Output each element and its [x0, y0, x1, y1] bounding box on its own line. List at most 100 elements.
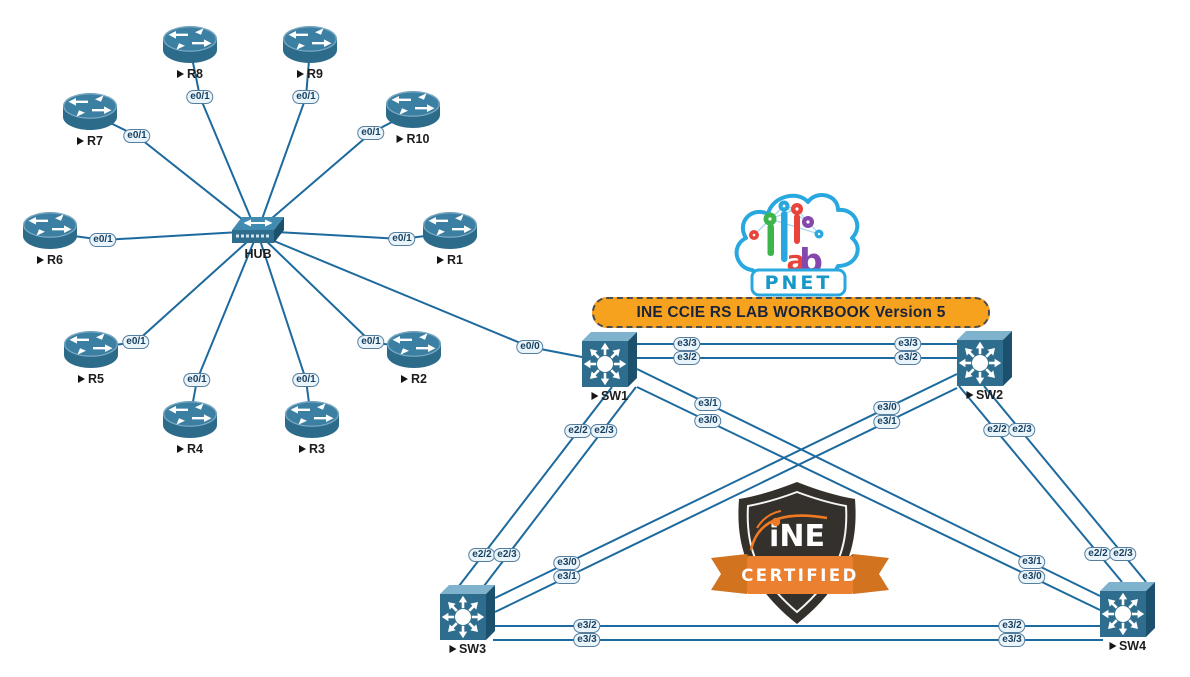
node-sw4[interactable]: SW4	[1100, 582, 1155, 653]
node-r4[interactable]: R4	[162, 400, 218, 456]
link-hub-r4[interactable]	[189, 233, 258, 419]
iface-hub-r10: e0/1	[357, 126, 385, 140]
node-label-text: SW4	[1118, 639, 1147, 653]
iface-sw1-e0-0: e0/0	[516, 340, 544, 354]
iface-hub-r4: e0/1	[183, 373, 211, 387]
iface-sw3sw4-sw3-1: e3/3	[573, 633, 601, 647]
iface-sw2sw4-sw4-0: e2/2	[1084, 547, 1112, 561]
switch-icon	[957, 331, 1012, 386]
node-label-text: SW2	[975, 388, 1004, 402]
node-r2[interactable]: R2	[386, 330, 442, 386]
play-icon	[177, 70, 185, 78]
node-label-text: R8	[187, 67, 203, 81]
iface-sw1sw2-sw1-0: e3/3	[673, 337, 701, 351]
iface-hub-r1: e0/1	[388, 232, 416, 246]
iface-sw2sw4-sw2-1: e2/3	[1008, 423, 1036, 437]
node-sw2[interactable]: SW2	[957, 331, 1012, 402]
switch-icon	[440, 585, 495, 640]
iface-sw2sw3-sw3-0: e3/0	[553, 556, 581, 570]
play-icon	[299, 445, 307, 453]
node-hub-label-text: HUB	[244, 247, 272, 261]
iface-sw1sw3-sw3-0: e2/2	[468, 548, 496, 562]
iface-sw1sw3-sw1-0: e2/2	[564, 424, 592, 438]
iface-sw2sw4-sw4-1: e2/3	[1109, 547, 1137, 561]
node-r6[interactable]: R6	[22, 211, 78, 267]
router-icon	[63, 330, 119, 369]
node-hub[interactable]: HUB	[228, 214, 288, 261]
node-label-text: R1	[447, 253, 463, 267]
node-r5[interactable]: R5	[63, 330, 119, 386]
iface-hub-r9: e0/1	[292, 90, 320, 104]
iface-sw2sw4-sw2-0: e2/2	[983, 423, 1011, 437]
node-r9[interactable]: R9	[282, 25, 338, 81]
router-icon	[284, 400, 340, 439]
switch-icon	[582, 332, 637, 387]
ribbon-left-tail	[711, 554, 747, 594]
router-icon	[422, 211, 478, 250]
node-label-text: R7	[87, 134, 103, 148]
ribbon-right-tail	[853, 554, 889, 594]
node-hub-label: HUB	[244, 247, 271, 261]
ine-certified-badge: iNE CERTIFIED	[705, 478, 895, 653]
play-icon	[448, 645, 456, 653]
node-label-text: SW1	[600, 389, 629, 403]
switch-icon	[1100, 582, 1155, 637]
iface-hub-r6: e0/1	[89, 233, 117, 247]
play-icon	[590, 392, 598, 400]
pnet-lab-logo: l a b PNET	[726, 186, 866, 298]
play-icon	[77, 137, 85, 145]
iface-sw1sw2-sw2-0: e3/3	[894, 337, 922, 351]
link-hub-r3[interactable]	[257, 233, 312, 419]
node-label-text: R6	[47, 253, 63, 267]
node-label-text: R4	[187, 442, 203, 456]
node-label-text: SW3	[458, 642, 487, 656]
iface-sw2sw3-sw2-0: e3/0	[873, 401, 901, 415]
router-icon	[162, 400, 218, 439]
node-sw3[interactable]: SW3	[440, 585, 495, 656]
node-label-text: R5	[88, 372, 104, 386]
router-icon	[62, 92, 118, 131]
play-icon	[437, 256, 445, 264]
iface-sw3sw4-sw3-0: e3/2	[573, 619, 601, 633]
router-icon	[162, 25, 218, 64]
router-icon	[282, 25, 338, 64]
node-r10[interactable]: R10	[385, 90, 441, 146]
iface-sw3sw4-sw4-0: e3/2	[998, 619, 1026, 633]
iface-sw1sw3-sw1-1: e2/3	[590, 424, 618, 438]
node-dots	[749, 200, 824, 240]
workbook-title-text: INE CCIE RS LAB WORKBOOK Version 5	[636, 303, 946, 321]
node-r7[interactable]: R7	[62, 92, 118, 148]
iface-sw2sw3-sw2-1: e3/1	[873, 415, 901, 429]
workbook-title-banner: INE CCIE RS LAB WORKBOOK Version 5	[592, 297, 990, 328]
iface-hub-r8: e0/1	[186, 90, 214, 104]
iface-sw1sw2-sw1-1: e3/2	[673, 351, 701, 365]
iface-sw2sw3-sw3-1: e3/1	[553, 570, 581, 584]
node-r1[interactable]: R1	[422, 211, 478, 267]
iface-sw1sw3-sw3-1: e2/3	[493, 548, 521, 562]
play-icon	[401, 375, 409, 383]
play-icon	[396, 135, 404, 143]
node-sw1[interactable]: SW1	[582, 332, 637, 403]
play-icon	[297, 70, 305, 78]
iface-hub-r3: e0/1	[292, 373, 320, 387]
iface-hub-r5: e0/1	[122, 335, 150, 349]
router-icon	[22, 211, 78, 250]
iface-sw1sw2-sw2-1: e3/2	[894, 351, 922, 365]
pnet-wordmark: PNET	[765, 272, 833, 294]
iface-sw1sw4-sw1-1: e3/0	[694, 414, 722, 428]
iface-hub-r7: e0/1	[123, 129, 151, 143]
link-hub-r6[interactable]	[51, 230, 258, 242]
iface-sw3sw4-sw4-1: e3/3	[998, 633, 1026, 647]
node-r8[interactable]: R8	[162, 25, 218, 81]
node-r3[interactable]: R3	[284, 400, 340, 456]
iface-sw1sw4-sw4-1: e3/0	[1018, 570, 1046, 584]
play-icon	[78, 375, 86, 383]
router-icon	[385, 90, 441, 129]
iface-sw1sw4-sw1-0: e3/1	[694, 397, 722, 411]
play-icon	[965, 391, 973, 399]
play-icon	[1108, 642, 1116, 650]
iface-hub-r2: e0/1	[357, 335, 385, 349]
play-icon	[177, 445, 185, 453]
play-icon	[37, 256, 45, 264]
